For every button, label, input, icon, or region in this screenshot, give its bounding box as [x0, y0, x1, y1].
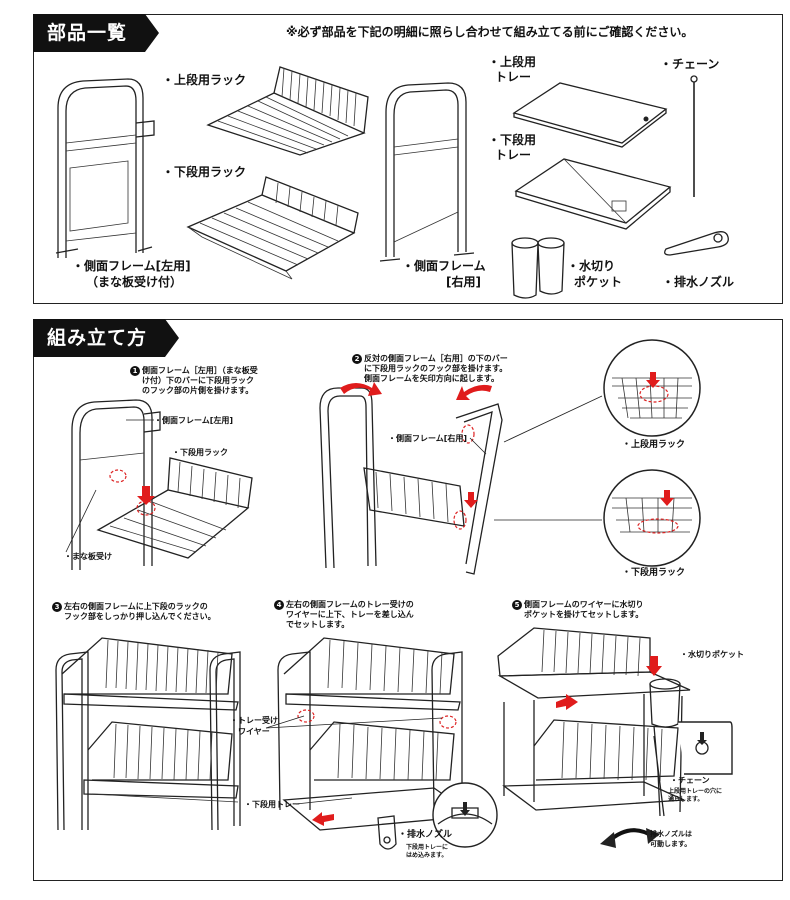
step1-line1: 側面フレーム［左用］（まな板受: [142, 366, 258, 375]
step2-zoom-upper: [603, 339, 701, 437]
left-frame-label-1: ・側面フレーム[左用]: [72, 259, 191, 273]
chain-label: ・チェーン: [660, 57, 720, 71]
step1-frame-leader: [126, 419, 154, 421]
step5-chain-label: ・チェーン: [670, 776, 710, 785]
step5-pocket-label: ・水切りポケット: [680, 650, 744, 659]
pocket-illustration: [511, 237, 565, 299]
step3-line2: フック部をしっかり押し込んでください。: [64, 612, 216, 621]
right-frame-label-2: [右用]: [446, 275, 481, 289]
lower-rack-illustration: [186, 176, 359, 280]
nozzle-illustration: [664, 231, 729, 256]
step4-tray-label: ・下段用トレー: [244, 800, 300, 809]
step1-illustration: [71, 399, 253, 570]
parts-section-note: ※必ず部品を下記の明細に照らし合わせて組み立てる前にご確認ください。: [286, 25, 694, 39]
step5-chain-note-2: 通らします。: [668, 796, 704, 803]
step2-lower-label: ・下段用ラック: [622, 568, 686, 578]
lower-tray-label-1: ・下段用: [488, 133, 537, 147]
assembly-section-title: 組み立て方: [33, 319, 180, 357]
step2-number: 2: [352, 354, 362, 364]
step4-number: 4: [274, 600, 284, 610]
step2-zoom-upper-leader: [503, 395, 603, 443]
upper-tray-label-2: トレー: [495, 70, 532, 84]
step2-line1: 反対の側面フレーム［右用］の下のバー: [364, 354, 508, 363]
upper-tray-label-1: ・上段用: [488, 55, 537, 69]
step4-line3: でセットします。: [286, 620, 350, 629]
pocket-label-1: ・水切り: [567, 259, 616, 273]
nozzle-label: ・排水ノズル: [662, 275, 735, 289]
chain-illustration: [690, 75, 698, 197]
step4-nozzle-part: [377, 815, 397, 850]
step4-nozzle-zoom: [432, 782, 498, 848]
step4-wire-leaders: [265, 715, 443, 729]
lower-rack-label: ・下段用ラック: [162, 165, 247, 179]
step1-line2: け付）下のバーに下段用ラック: [142, 376, 254, 385]
left-frame-label-2: （まな板受け付）: [86, 275, 183, 289]
step1-board-leader: [65, 489, 97, 553]
step4-nozzle-note-1: 下段用トレーに: [406, 844, 449, 851]
step1-board-label: ・まな板受け: [64, 552, 112, 561]
step5-rotate-arrow: [600, 828, 660, 848]
step2-frame-leader: [469, 437, 487, 455]
right-frame-label-1: ・側面フレーム: [402, 259, 486, 273]
step5-nozzle-note-1: 排水ノズルは: [650, 830, 692, 838]
step5-pocket: [649, 678, 681, 728]
step5-nozzle-note-2: 可動します。: [650, 840, 692, 848]
step2-zoom-lower-leader: [494, 519, 602, 521]
step3-number: 3: [52, 602, 62, 612]
step1-frame-label: ・側面フレーム[左用]: [154, 416, 234, 425]
step5-line1: 側面フレームのワイヤーに水切り: [524, 600, 644, 609]
parts-list-panel: 部品一覧 ※必ず部品を下記の明細に照らし合わせて組み立てる前にご確認ください。 …: [33, 14, 783, 304]
step2-zoom-lower: [603, 469, 701, 567]
step4-nozzle-label: ・排水ノズル: [398, 830, 453, 840]
step3-illustration: [55, 637, 241, 831]
step2-line2: に下段用ラックのフック部を掛けます。: [364, 364, 508, 373]
step4-tray-leader: [295, 797, 353, 805]
step2-line3: 側面フレームを矢印方向に起します。: [364, 374, 499, 383]
step2-upper-label: ・上段用ラック: [622, 440, 686, 450]
step5-number: 5: [512, 600, 522, 610]
step4-line1: 左右の側面フレームのトレー受けの: [286, 600, 414, 609]
step4-wire-label-2: ワイヤー: [238, 727, 270, 736]
step1-number: 1: [130, 366, 140, 376]
step3-line1: 左右の側面フレームに上下段のラックの: [64, 602, 208, 611]
upper-rack-label: ・上段用ラック: [162, 73, 247, 87]
parts-section-title: 部品一覧: [33, 14, 160, 52]
step4-wire-label-1: ・トレー受け: [230, 716, 278, 725]
step2-frame-label: ・側面フレーム[右用]: [388, 434, 468, 443]
step1-rack-label: ・下段用ラック: [172, 448, 228, 457]
trays-illustration: [512, 82, 672, 230]
step5-chain-note-1: 上段用トレーの穴に: [668, 788, 723, 795]
step4-push-arrow: [312, 812, 334, 826]
step4-line2: ワイヤーに上下、トレーを差し込ん: [286, 610, 414, 619]
left-frame-illustration: [55, 78, 155, 258]
pocket-label-2: ポケット: [574, 275, 623, 289]
lower-tray-label-2: トレー: [495, 148, 532, 162]
upper-rack-illustration: [206, 66, 369, 156]
step4-illustration: [277, 637, 476, 831]
step5-illustration: [497, 627, 691, 817]
step5-line2: ポケットを掛けてセットします。: [524, 610, 644, 619]
step2-illustration: [319, 382, 503, 575]
step1-line3: のフック部の片側を掛けます。: [142, 386, 254, 395]
step5-chain-zoom: [678, 721, 733, 775]
right-frame-illustration: [379, 82, 475, 262]
step4-nozzle-note-2: はめ込みます。: [406, 852, 448, 859]
